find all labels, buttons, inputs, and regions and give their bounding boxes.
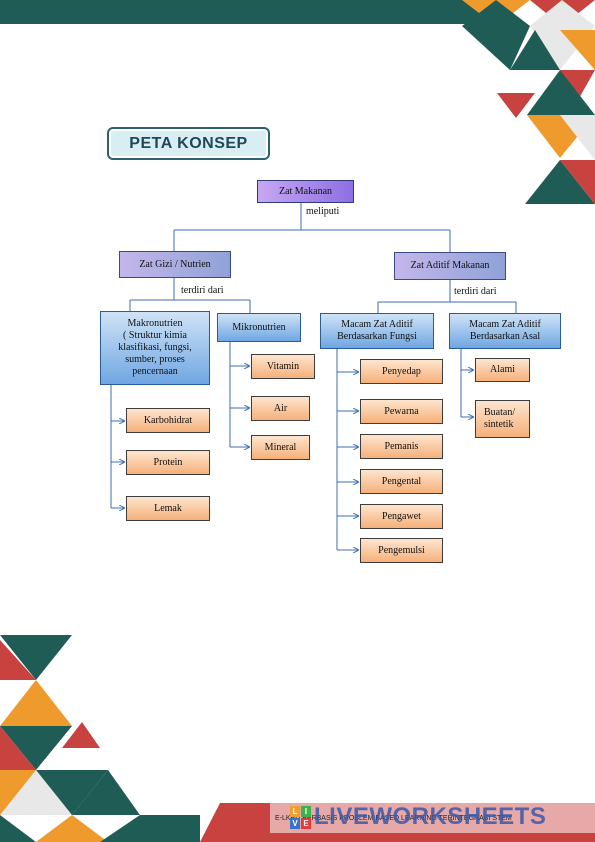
- deco-triangle: [525, 160, 595, 204]
- liveworksheets-logo[interactable]: LIVEWORKSHEETS: [314, 803, 547, 830]
- deco-triangle: [560, 160, 595, 204]
- node-pengental: Pengental: [360, 469, 443, 494]
- deco-triangle: [0, 635, 72, 680]
- bottom-band-light: [270, 803, 595, 833]
- node-buatan-sintetik: Buatan/ sintetik: [475, 400, 530, 438]
- deco-triangle: [0, 726, 72, 770]
- node-penyedap: Penyedap: [360, 359, 443, 384]
- node-aditif-fungsi: Macam Zat Aditif Berdasarkan Fungsi: [320, 313, 434, 349]
- deco-triangle: [0, 770, 36, 815]
- node-pengemulsi: Pengemulsi: [360, 538, 443, 563]
- deco-triangle: [560, 30, 595, 70]
- node-pewarna: Pewarna: [360, 399, 443, 424]
- deco-triangle: [530, 0, 595, 26]
- node-mineral: Mineral: [251, 435, 310, 460]
- node-zat-aditif: Zat Aditif Makanan: [394, 252, 506, 280]
- deco-triangle: [36, 770, 108, 815]
- label-meliputi: meliputi: [306, 206, 340, 217]
- concept-map-title-box: PETA KONSEP: [107, 127, 270, 160]
- logo-block-l: L: [290, 806, 300, 817]
- deco-triangle: [0, 770, 72, 815]
- node-mikronutrien: Mikronutrien: [217, 313, 301, 342]
- deco-triangle: [560, 70, 595, 100]
- node-lemak: Lemak: [126, 496, 210, 521]
- page-title: PETA KONSEP: [129, 134, 248, 152]
- top-band: [0, 0, 480, 24]
- deco-triangle: [462, 26, 530, 70]
- node-root: Zat Makanan: [257, 180, 354, 203]
- deco-triangle: [510, 30, 560, 70]
- deco-triangle: [36, 815, 108, 842]
- deco-triangle: [0, 640, 36, 680]
- deco-triangle: [72, 770, 140, 815]
- deco-triangle: [0, 815, 36, 842]
- deco-triangle: [62, 722, 100, 748]
- label-terdiri-dari-left: terdiri dari: [181, 285, 224, 296]
- logo-block-i: I: [301, 806, 311, 817]
- deco-triangle: [560, 115, 595, 160]
- logo-block-v: V: [290, 818, 300, 829]
- node-protein: Protein: [126, 450, 210, 475]
- deco-triangle: [497, 93, 535, 118]
- deco-triangle: [462, 0, 530, 26]
- label-terdiri-dari-right: terdiri dari: [454, 286, 497, 297]
- node-alami: Alami: [475, 358, 530, 382]
- deco-triangle: [0, 680, 72, 726]
- node-pemanis: Pemanis: [360, 434, 443, 459]
- node-makronutrien: Makronutrien ( Struktur kimia klasifikas…: [100, 311, 210, 385]
- node-zat-gizi: Zat Gizi / Nutrien: [119, 251, 231, 278]
- deco-triangle: [527, 70, 595, 115]
- logo-block-e: E: [301, 818, 311, 829]
- node-air: Air: [251, 396, 310, 421]
- node-karbohidrat: Karbohidrat: [126, 408, 210, 433]
- node-pengawet: Pengawet: [360, 504, 443, 529]
- deco-triangle: [100, 815, 200, 842]
- node-aditif-asal: Macam Zat Aditif Berdasarkan Asal: [449, 313, 561, 349]
- node-vitamin: Vitamin: [251, 354, 315, 379]
- liveworksheets-logo-icon: L I V E: [290, 806, 312, 830]
- footer-subtitle: E-LKPD BERBASIS PROBLEM BASED LEARNING T…: [275, 815, 512, 822]
- deco-triangle: [0, 726, 36, 770]
